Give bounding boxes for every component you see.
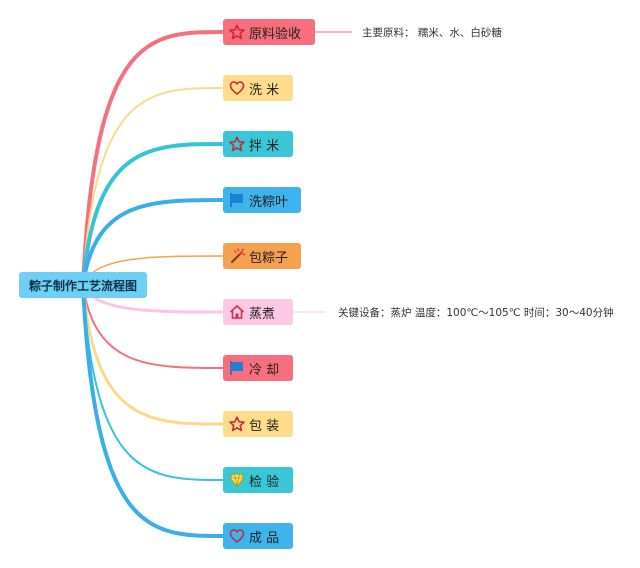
- step-node[interactable]: 拌 米: [223, 131, 293, 157]
- step-label: 蒸煮: [249, 306, 276, 322]
- step-node[interactable]: 洗 米: [223, 75, 293, 101]
- step-node[interactable]: 原料验收: [223, 19, 315, 45]
- heart-icon: [229, 80, 245, 96]
- star-icon: [229, 136, 245, 152]
- step-label: 冷 却: [249, 362, 280, 378]
- step-node[interactable]: 包粽子: [223, 243, 301, 269]
- home-icon: [229, 304, 245, 320]
- step-note: 关键设备：蒸炉 温度：100℃～105℃ 时间：30～40分钟: [338, 307, 614, 319]
- star-icon: [229, 24, 245, 40]
- step-node[interactable]: 蒸煮: [223, 299, 293, 325]
- step-label: 检 验: [249, 474, 280, 490]
- step-note: 主要原料： 糯米、水、白砂糖: [362, 27, 502, 39]
- flag-icon: [229, 360, 245, 376]
- branch-connector: [82, 87, 224, 286]
- step-node[interactable]: 洗粽叶: [223, 187, 301, 213]
- step-label: 拌 米: [249, 138, 280, 154]
- diamond-icon: [229, 472, 245, 488]
- branch-connector: [81, 283, 225, 538]
- star-icon: [229, 416, 245, 432]
- step-node[interactable]: 冷 却: [223, 355, 293, 381]
- step-label: 成 品: [249, 530, 280, 546]
- step-node[interactable]: 包 装: [223, 411, 293, 437]
- step-label: 洗粽叶: [249, 194, 289, 210]
- step-node[interactable]: 成 品: [223, 523, 293, 549]
- branch-connector: [82, 284, 224, 481]
- magic-wand-icon: [229, 248, 246, 264]
- step-label: 包 装: [249, 418, 280, 434]
- branch-connector: [81, 142, 225, 287]
- flag-icon: [229, 192, 245, 208]
- branch-connector: [82, 284, 224, 369]
- step-label: 原料验收: [249, 26, 302, 42]
- branch-connector: [81, 283, 225, 426]
- heart-icon: [229, 528, 245, 544]
- branch-connector: [81, 30, 225, 287]
- step-label: 包粽子: [249, 250, 289, 266]
- branch-connector: [81, 198, 225, 287]
- root-node[interactable]: 粽子制作工艺流程图: [19, 272, 147, 298]
- step-node[interactable]: 检 验: [223, 467, 293, 493]
- step-label: 洗 米: [249, 82, 280, 98]
